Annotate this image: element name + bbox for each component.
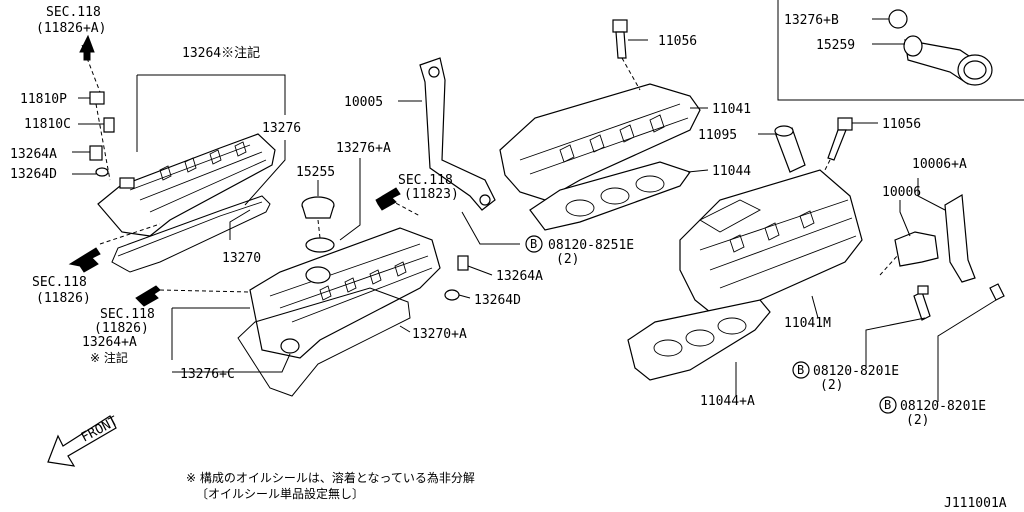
bracket-10006a bbox=[944, 194, 976, 283]
label-10006a: 10006+A bbox=[912, 157, 967, 172]
label-bolt-8201e-1: 08120-8201E bbox=[813, 364, 899, 379]
head-gasket-11044 bbox=[529, 161, 691, 231]
label-13276: 13276 bbox=[262, 121, 301, 136]
label-15255: 15255 bbox=[296, 165, 335, 180]
label-13276b: 13276+B bbox=[784, 13, 839, 28]
label-sec118-lower: SEC.118 bbox=[100, 307, 155, 322]
gasket-13270a bbox=[237, 287, 411, 397]
label-11810c: 11810C bbox=[24, 117, 71, 132]
small-parts-left bbox=[81, 44, 115, 181]
label-13276a: 13276+A bbox=[336, 141, 391, 156]
inset-box bbox=[777, 0, 1024, 101]
b-text-3: B bbox=[884, 398, 891, 412]
label-sec118-mid-ref: (11823) bbox=[404, 187, 459, 202]
b-text-1: B bbox=[530, 237, 537, 251]
b-circle-3 bbox=[879, 396, 897, 414]
oil-filler-cap-15255 bbox=[301, 196, 335, 253]
label-13270: 13270 bbox=[222, 251, 261, 266]
label-13276c: 13276+C bbox=[180, 367, 235, 382]
arrow-lower-icon bbox=[135, 285, 161, 307]
bracket-10006 bbox=[894, 231, 939, 267]
cylinder-head-11041 bbox=[419, 57, 701, 211]
label-13264-note: 13264※注記 bbox=[182, 45, 260, 61]
arrow-up-icon bbox=[79, 34, 95, 61]
valve-cover-front bbox=[237, 227, 441, 397]
bracket-10005 bbox=[419, 57, 496, 211]
label-bolt-8251e-qty: (2) bbox=[556, 252, 579, 267]
label-10005: 10005 bbox=[344, 95, 383, 110]
footnote-line2: 〔オイルシール単品設定無し〕 bbox=[196, 486, 364, 501]
b-circle-2 bbox=[792, 361, 810, 379]
small-parts-mid bbox=[444, 255, 493, 301]
label-11044: 11044 bbox=[712, 164, 751, 179]
front-arrow bbox=[47, 415, 117, 467]
label-note-mark: ※ 注記 bbox=[90, 350, 128, 365]
b-text-2: B bbox=[797, 363, 804, 377]
label-13264a-plus: 13264+A bbox=[82, 335, 137, 350]
label-11095: 11095 bbox=[698, 128, 737, 143]
bolt-11056-right bbox=[819, 117, 853, 181]
leader-lines bbox=[72, 39, 997, 402]
label-front: FRONT bbox=[79, 414, 121, 446]
label-11056-top: 11056 bbox=[658, 34, 697, 49]
label-sec118-top: SEC.118 bbox=[46, 5, 101, 20]
label-bolt-8201e-2-qty: (2) bbox=[906, 413, 929, 428]
bolt-11056-top bbox=[612, 19, 641, 91]
washer-13264d bbox=[95, 167, 109, 177]
arrow-mid-icon bbox=[375, 187, 401, 211]
label-sec118-left-ref: (11826) bbox=[36, 291, 91, 306]
label-15259: 15259 bbox=[816, 38, 855, 53]
brackets-10006 bbox=[879, 194, 976, 283]
label-11810p: 11810P bbox=[20, 92, 67, 107]
valve-cover-rear bbox=[97, 133, 276, 273]
label-sec118-left: SEC.118 bbox=[32, 275, 87, 290]
sec-arrows bbox=[68, 34, 421, 307]
label-sec118-top-ref: (11826+A) bbox=[36, 21, 106, 36]
label-11044a: 11044+A bbox=[700, 394, 755, 409]
o-ring-13276b bbox=[888, 9, 908, 29]
gasket-13270 bbox=[111, 195, 271, 273]
label-13264a-mid: 13264A bbox=[496, 269, 543, 284]
diagram-id: J111001A bbox=[944, 496, 1007, 511]
arrow-down-left-icon bbox=[68, 247, 101, 273]
pcv-valve-11810p bbox=[89, 91, 105, 105]
label-11041m: 11041M bbox=[784, 316, 831, 331]
label-bolt-8201e-2: 08120-8201E bbox=[900, 399, 986, 414]
label-bolt-8251e: 08120-8251E bbox=[548, 238, 634, 253]
label-11041: 11041 bbox=[712, 102, 751, 117]
label-13264d-mid: 13264D bbox=[474, 293, 521, 308]
label-bolt-8201e-1-qty: (2) bbox=[820, 378, 843, 393]
label-13264a-left: 13264A bbox=[10, 147, 57, 162]
circle-b-symbols: B B B bbox=[525, 235, 897, 414]
label-13264d-left: 13264D bbox=[10, 167, 57, 182]
label-sec118-lower-ref: (11826) bbox=[94, 321, 149, 336]
label-10006: 10006 bbox=[882, 185, 921, 200]
label-13270a: 13270+A bbox=[412, 327, 467, 342]
head-gasket-11044a bbox=[627, 299, 771, 381]
footnote-line1: ※ 構成のオイルシールは、溶着となっている為非分解 bbox=[186, 470, 475, 485]
label-sec118-mid: SEC.118 bbox=[398, 173, 453, 188]
front-arrow-icon bbox=[47, 415, 117, 467]
grommet-11810c bbox=[103, 117, 115, 133]
cylinder-head-11041m bbox=[679, 169, 863, 321]
part-11095 bbox=[774, 125, 806, 173]
label-11056-right: 11056 bbox=[882, 117, 921, 132]
seal-13276c bbox=[280, 338, 300, 354]
bolt-13264a bbox=[89, 145, 103, 161]
labels: SEC.118 (11826+A) 13264※注記 11810P 11810C… bbox=[10, 5, 1007, 511]
bolts-8201e bbox=[913, 283, 1005, 321]
b-circle-1 bbox=[525, 235, 543, 253]
